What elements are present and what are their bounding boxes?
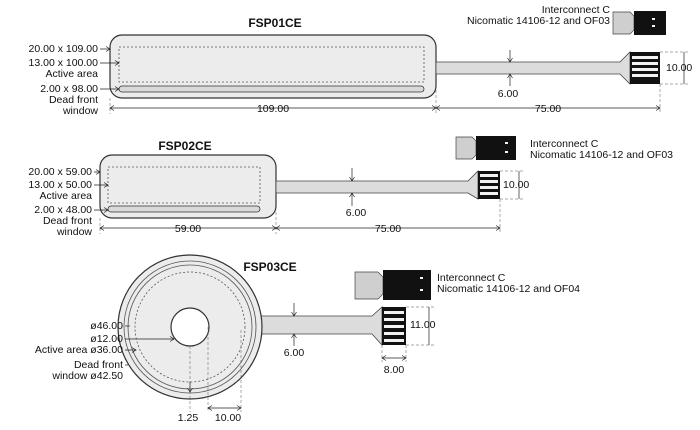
- fsp03-tail-width-dim: 6.00: [284, 347, 305, 359]
- fsp01-dead-front-window: [118, 85, 425, 93]
- fsp02-tail-length-dim: 75.00: [375, 223, 401, 235]
- fsp01-active-dim: 13.00 x 100.00: [29, 57, 99, 69]
- fsp02-dead-front-window: [107, 205, 261, 213]
- fsp02-window-label-2: window: [56, 226, 92, 238]
- fsp01-connector-width-dim: 10.00: [666, 62, 692, 74]
- fsp01-group: FSP01CE Interconnect C Nicomatic 14106-1…: [29, 4, 693, 117]
- fsp02-window-dim: 2.00 x 48.00: [34, 204, 92, 216]
- fsp03-connector-icon: [382, 307, 406, 345]
- fsp02-window-label-1: Dead front: [43, 215, 92, 227]
- fsp03-gap-dim: 1.25: [178, 412, 199, 424]
- fsp01-interconnect-label: Interconnect C: [542, 4, 611, 16]
- fsp03-outer-dia: ø46.00: [90, 320, 123, 332]
- fsp02-length-dim: 59.00: [175, 223, 201, 235]
- fsp02-active-label: Active area: [39, 190, 92, 202]
- fsp01-outer-dim: 20.00 x 109.00: [29, 43, 99, 55]
- fsp01-title: FSP01CE: [248, 16, 301, 30]
- fsp03-active-area: [134, 271, 246, 383]
- fsp01-window-label-2: window: [62, 105, 98, 117]
- fsp03-window-label-2: window ø42.50: [51, 370, 123, 382]
- fsp02-group: FSP02CE Interconnect C Nicomatic 14106-1…: [28, 136, 673, 238]
- fsp03-connector-width-dim: 11.00: [410, 319, 436, 331]
- fsp02-tail: [275, 170, 479, 200]
- fsp02-interconnect-part: Nicomatic 14106-12 and OF03: [530, 149, 673, 161]
- fsp01-tail-length-dim: 75.00: [535, 103, 561, 115]
- fsp02-interconnect-icon: [455, 136, 516, 160]
- fsp01-connector-icon: [630, 52, 660, 84]
- fsp03-connector-length-dim: 8.00: [384, 364, 405, 376]
- fsp03-interconnect-icon: [354, 270, 431, 300]
- fsp02-active-dim: 13.00 x 50.00: [28, 179, 92, 191]
- fsp03-window-label-1: Dead front: [74, 359, 123, 371]
- fsp01-tail: [435, 51, 631, 85]
- fsp02-tail-width-dim: 6.00: [346, 207, 367, 219]
- fsp01-active-label: Active area: [45, 68, 98, 80]
- fsp01-active-area: [118, 46, 425, 83]
- fsp03-ring-dim: 10.00: [215, 412, 241, 424]
- fsp02-title: FSP02CE: [158, 139, 211, 153]
- fsp02-outer-dim: 20.00 x 59.00: [28, 166, 92, 178]
- fsp03-active-label: Active area ø36.00: [35, 344, 123, 356]
- fsp03-interconnect-label: Interconnect C: [437, 272, 506, 284]
- fsp03-center-hole: [170, 307, 210, 347]
- fsp01-window-label-1: Dead front: [49, 94, 98, 106]
- fsp02-interconnect-label: Interconnect C: [530, 138, 599, 150]
- fsp01-tail-width-dim: 6.00: [498, 88, 519, 100]
- fsp02-connector-icon: [478, 171, 500, 199]
- fsp02-connector-width-dim: 10.00: [503, 179, 529, 191]
- fsp01-window-dim: 2.00 x 98.00: [40, 83, 98, 95]
- fsp03-title: FSP03CE: [243, 260, 296, 274]
- fsp03-interconnect-part: Nicomatic 14106-12 and OF04: [437, 283, 580, 295]
- fsp01-interconnect-icon: [612, 11, 666, 35]
- fsp03-inner-dia: ø12.00: [90, 333, 123, 345]
- fsp03-group: FSP03CE Interconnect C Nicomatic 14106-1…: [35, 254, 580, 424]
- fsp01-interconnect-part: Nicomatic 14106-12 and OF03: [467, 15, 610, 27]
- fsp01-length-dim: 109.00: [257, 103, 289, 115]
